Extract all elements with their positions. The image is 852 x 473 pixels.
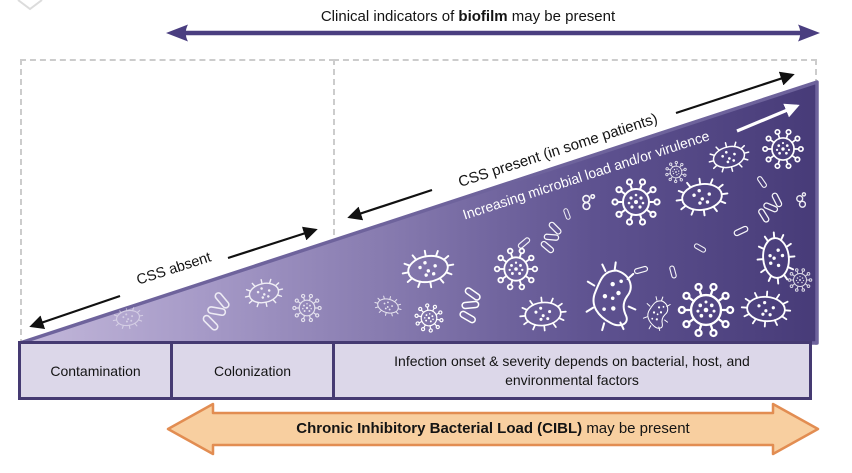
dashed-zone-left	[20, 59, 335, 345]
stage-contamination-label: Contamination	[50, 362, 141, 379]
stage-infection: Infection onset & severity depends on ba…	[332, 344, 809, 397]
biofilm-range-arrow	[166, 24, 820, 42]
cibl-suffix: may be present	[582, 420, 690, 437]
cibl-banner-label: Chronic Inhibitory Bacterial Load (CIBL)…	[296, 420, 689, 437]
stage-colonization: Colonization	[170, 344, 332, 397]
title-suffix: may be present	[507, 8, 616, 25]
dashed-zone-right	[333, 59, 817, 345]
cibl-bold: Chronic Inhibitory Bacterial Load (CIBL)	[296, 420, 583, 437]
stage-infection-label: Infection onset & severity depends on ba…	[394, 353, 750, 388]
title-prefix: Clinical indicators of	[320, 8, 459, 25]
stage-row: Contamination Colonization Infection ons…	[18, 341, 812, 400]
title-bold-biofilm: biofilm	[458, 8, 508, 25]
page-title: Clinical indicators of biofilm may be pr…	[321, 8, 615, 25]
corner-fold-mark	[17, 0, 43, 11]
stage-contamination: Contamination	[21, 344, 170, 397]
stage-colonization-label: Colonization	[213, 362, 292, 379]
